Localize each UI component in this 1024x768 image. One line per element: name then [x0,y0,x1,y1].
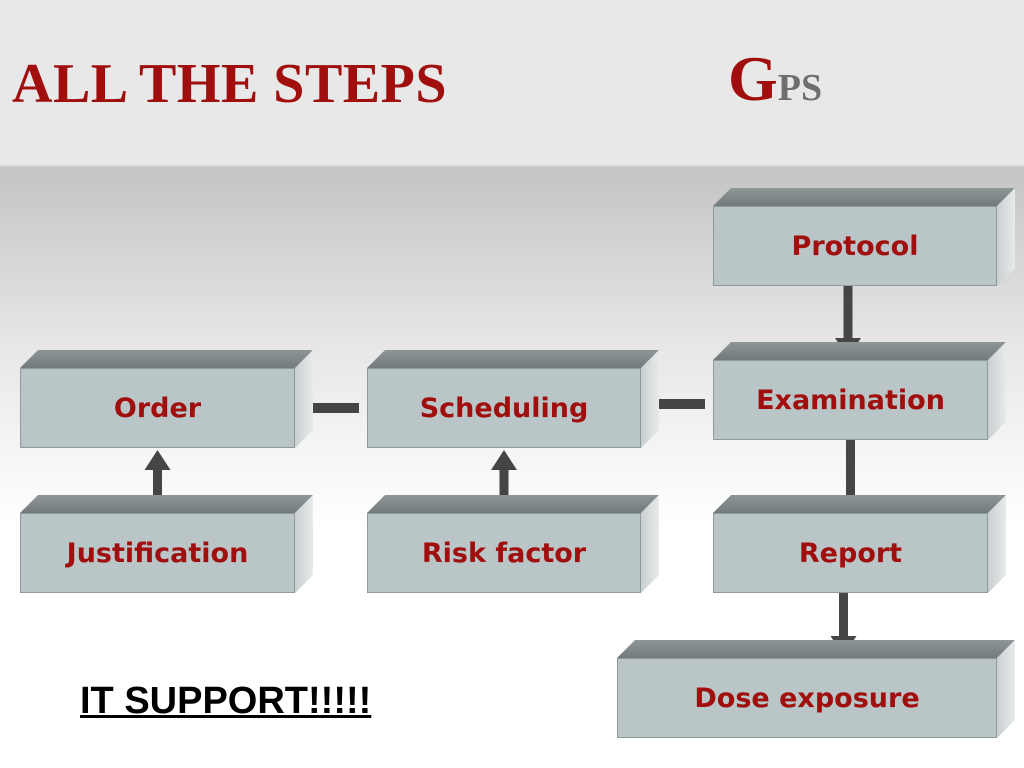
node-examination: Examination [713,342,1006,440]
node-justification-top [20,495,313,513]
node-protocol-top [713,188,1015,206]
node-order-side [295,350,313,448]
node-report-face: Report [713,513,988,593]
node-justification-label: Justification [66,537,249,569]
node-risk-factor-top [367,495,659,513]
node-report: Report [713,495,1006,593]
node-scheduling-top [367,350,659,368]
node-order-top [20,350,313,368]
node-scheduling: Scheduling [367,350,659,448]
node-order: Order [20,350,313,448]
gps-logo: GPS [728,42,822,116]
logo-rest: PS [777,67,823,109]
node-scheduling-face: Scheduling [367,368,641,448]
node-dose-exposure-side [997,640,1015,738]
node-order-label: Order [113,392,202,424]
arrowhead [491,450,517,470]
node-risk-factor: Risk factor [367,495,659,593]
node-report-side [988,495,1006,593]
node-justification-face: Justification [20,513,295,593]
node-examination-face: Examination [713,360,988,440]
it-support-text: IT SUPPORT!!!!! [80,680,372,722]
node-order-face: Order [20,368,295,448]
node-justification-side [295,495,313,593]
node-examination-side [988,342,1006,440]
node-scheduling-label: Scheduling [419,392,589,424]
slide-header: ALL THE STEPS GPS [0,0,1024,167]
node-justification: Justification [20,495,313,593]
node-dose-exposure: Dose exposure [617,640,1015,738]
node-scheduling-side [641,350,659,448]
slide-title: ALL THE STEPS [12,53,448,115]
node-risk-factor-face: Risk factor [367,513,641,593]
node-examination-top [713,342,1006,360]
node-dose-exposure-label: Dose exposure [694,682,920,714]
logo-initial: G [728,43,778,114]
node-risk-factor-side [641,495,659,593]
arrowhead [144,450,171,470]
node-protocol-side [997,188,1015,286]
node-report-label: Report [798,537,903,569]
node-protocol-face: Protocol [713,206,997,286]
node-report-top [713,495,1006,513]
node-examination-label: Examination [756,384,945,416]
node-dose-exposure-top [617,640,1015,658]
node-dose-exposure-face: Dose exposure [617,658,997,738]
node-protocol: Protocol [713,188,1015,286]
node-protocol-label: Protocol [791,230,919,262]
node-risk-factor-label: Risk factor [421,537,587,569]
